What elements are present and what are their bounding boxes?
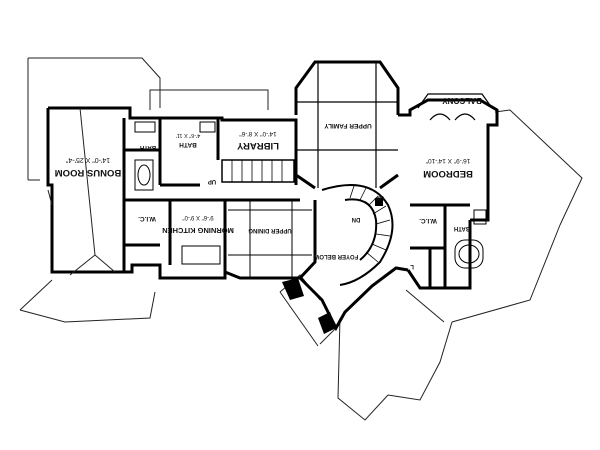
- bath-upper-dims: 4'-6" X 11': [176, 132, 200, 138]
- upper-dining-label: UPPER DINING: [248, 227, 292, 233]
- room-labels: BONUS ROOM 14'-0" X 25'-4" BATH BATH 4'-…: [55, 96, 482, 269]
- stair-down-label: DN: [352, 216, 361, 222]
- morning-kitchen-label: MORNING KITCHEN: [162, 226, 234, 235]
- walls: [46, 60, 499, 332]
- curved-stair: [321, 184, 394, 286]
- columns: [282, 198, 383, 334]
- stair-treads: [349, 185, 391, 263]
- bedroom-label: BEDROOM: [423, 168, 473, 179]
- bonus-ridge: [47, 107, 116, 276]
- bath-upper-label: BATH: [179, 141, 197, 148]
- bonus-room-dims: 14'-0" X 25'-4": [65, 156, 110, 163]
- straight-stair: [221, 159, 295, 183]
- foyer-below-label: FOYER BELOW: [313, 253, 358, 259]
- wic-right-label: W.I.C.: [419, 217, 437, 224]
- morning-kitchen-dims: 9'-6" X 9'-0": [182, 214, 213, 220]
- stair-up-label-right: UP: [376, 194, 384, 200]
- dining-grid: [228, 200, 312, 278]
- stair-labels: UP UP DN: [208, 178, 384, 222]
- library-label: LIBRARY: [236, 140, 279, 151]
- upper-family-grid: [296, 62, 398, 188]
- wic-left-label: W.I.C.: [138, 215, 156, 222]
- fixtures: [134, 121, 487, 269]
- library-dims: 14'-0" X 8'-6": [239, 130, 277, 137]
- upper-family-label: UPPER FAMILY: [324, 122, 372, 129]
- bath-left-label: BATH: [140, 144, 156, 150]
- bedroom-dims: 16'-9" X 14'-10": [425, 157, 470, 164]
- stair-up-label-left: UP: [208, 178, 216, 184]
- bath-right-label: BATH: [454, 225, 470, 231]
- balcony: [417, 93, 493, 121]
- linen-label: L: [410, 263, 414, 269]
- roof-outline: [19, 57, 583, 421]
- balcony-label: BALCONY: [442, 96, 482, 105]
- bonus-room-label: BONUS ROOM: [55, 167, 122, 178]
